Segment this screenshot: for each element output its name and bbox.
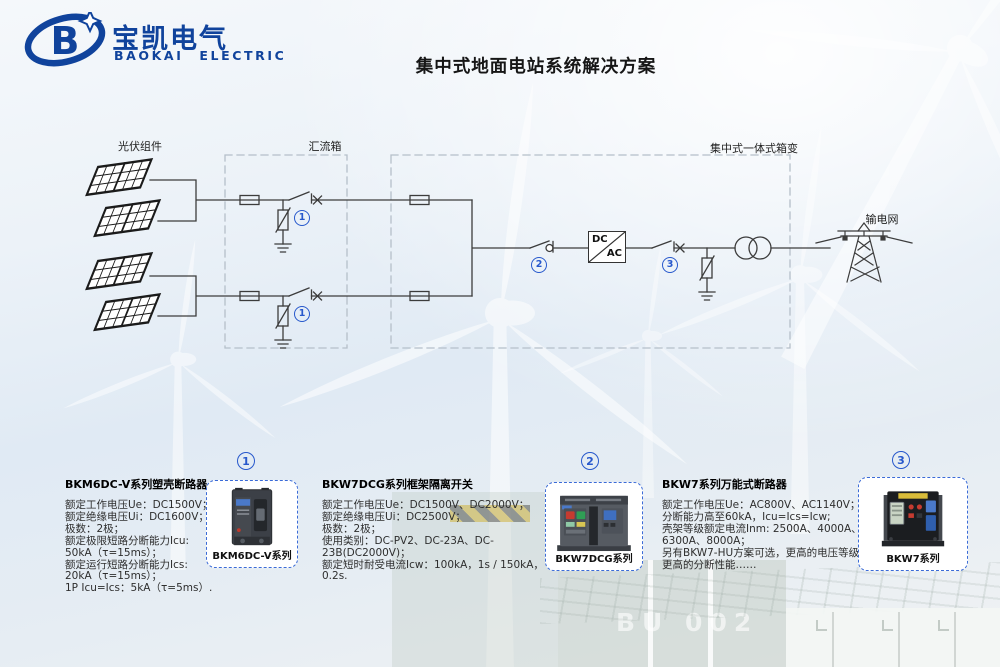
product-image-acb-gray [557, 495, 631, 552]
product-badge-2: 2 [581, 452, 599, 470]
converter-ac-label: AC [606, 248, 622, 259]
container-door-line [832, 612, 834, 667]
surge-arrester-icon [698, 247, 716, 301]
product-image-mccb [231, 487, 273, 546]
breaker-blade [288, 287, 310, 297]
container-handle [816, 620, 827, 631]
pv-panel-icon [93, 199, 161, 238]
brand-logo-icon: B [24, 12, 106, 67]
product-image-label: BKW7系列 [886, 554, 940, 565]
product-badge-1: 1 [237, 452, 255, 470]
container-handle [938, 620, 949, 631]
dc-bus-line [471, 199, 531, 297]
product-title: BKM6DC-V系列塑壳断路器 [65, 478, 208, 491]
branch-top [239, 191, 473, 253]
diagram-marker-1b: 1 [294, 306, 310, 322]
container-handle [882, 620, 893, 631]
product-image-label: BKM6DC-V系列 [212, 551, 292, 562]
label-integrated-transformer: 集中式一体式箱变 [710, 142, 798, 155]
label-grid: 输电网 [865, 213, 899, 226]
converter-dc-label: DC [592, 234, 608, 245]
fuse-icon [409, 194, 430, 206]
transformer-box-outline [390, 154, 791, 349]
surge-arrester-icon [274, 295, 292, 349]
background-container-mid: BU 002 [558, 560, 786, 667]
fuse-icon [409, 290, 430, 302]
product-title: BKW7系列万能式断路器 [662, 478, 787, 491]
background-container-left [392, 492, 558, 667]
product-image-acb-black [881, 491, 945, 547]
disconnector-switch-icon [529, 240, 589, 253]
fuse-icon [239, 194, 260, 206]
container-code-text: BU 002 [616, 608, 759, 637]
surge-arrester-icon [274, 199, 292, 253]
transmission-tower-icon [815, 222, 913, 283]
container-post [648, 560, 653, 667]
product-image-label: BKW7DCG系列 [555, 554, 633, 565]
product-badge-3: 3 [892, 451, 910, 469]
diagram-marker-3: 3 [662, 257, 678, 273]
label-combiner-box: 汇流箱 [308, 140, 342, 153]
logo-star-icon [77, 12, 103, 34]
logo-letter: B [51, 19, 80, 63]
dc-ac-converter: DC AC [588, 231, 626, 263]
container-door-line [954, 612, 956, 667]
diagram-marker-2: 2 [531, 257, 547, 273]
converter-diagonal [589, 232, 625, 262]
pv-panel-icon [85, 252, 153, 291]
ac-breaker-icon [651, 240, 736, 253]
product-image-box-1: BKM6DC-V系列 [206, 480, 298, 568]
pv-string-lines [149, 179, 241, 317]
hazard-stripe [450, 505, 530, 522]
diagram-marker-1: 1 [294, 210, 310, 226]
page-title: 集中式地面电站系统解决方案 [415, 57, 657, 77]
pv-panel-icon [93, 293, 161, 332]
transformer-icon [734, 236, 831, 260]
breaker-blade [288, 191, 310, 201]
pv-array-icons [85, 158, 161, 332]
product-image-box-2: BKW7DCG系列 [545, 482, 643, 571]
product-title: BKW7DCG系列框架隔离开关 [322, 478, 473, 491]
pv-panel-icon [85, 158, 153, 197]
product-specs: 额定工作电压Ue：DC1500V； 额定绝缘电压Ui：DC1600V； 极数：2… [65, 499, 213, 595]
container-post [708, 560, 713, 667]
brand-name-en: BAOKAI ELECTRIC [114, 48, 287, 63]
product-image-box-3: BKW7系列 [858, 477, 968, 571]
fuse-icon [239, 290, 260, 302]
branch-bottom [239, 287, 473, 349]
container-door-line [898, 612, 900, 667]
background-container-right [786, 608, 1000, 667]
product-specs: 额定工作电压Ue：AC800V、AC1140V； 分断能力高至60kA，Icu=… [662, 499, 870, 571]
product-specs: 额定工作电压Ue：DC1500V、DC2000V； 额定绝缘电压Ui：DC250… [322, 499, 544, 583]
label-pv-modules: 光伏组件 [118, 140, 162, 153]
brand-name-cn: 宝凯电气 [112, 24, 228, 55]
